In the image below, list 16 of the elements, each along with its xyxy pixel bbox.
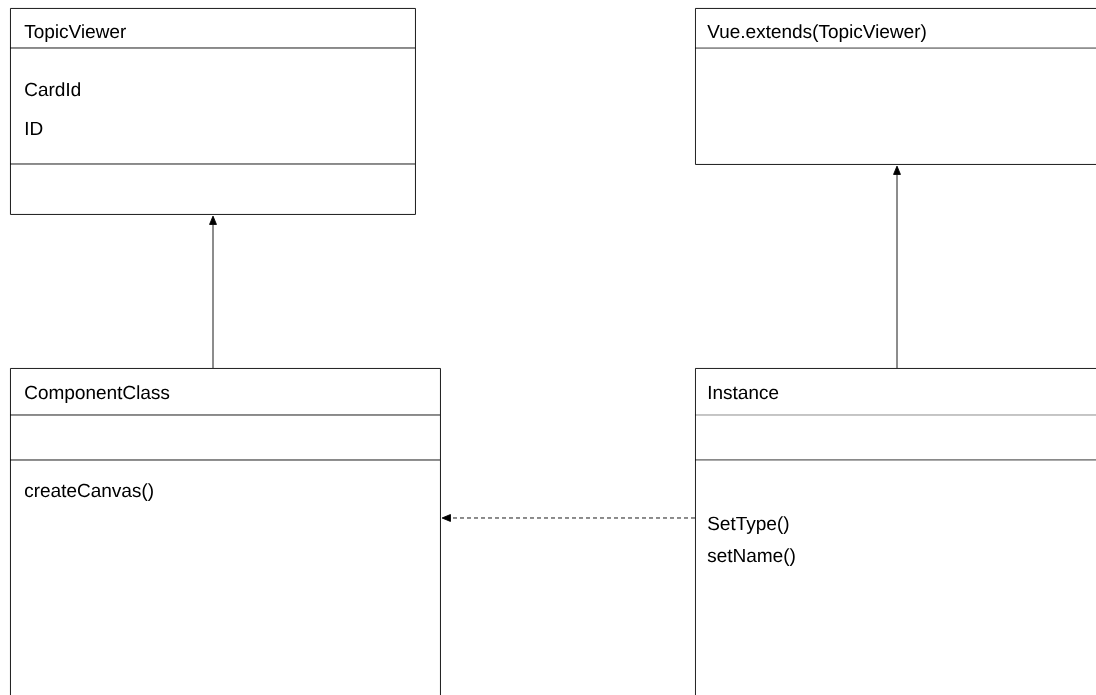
class-name: ComponentClass xyxy=(25,385,170,403)
class-member: createCanvas() xyxy=(25,483,153,501)
class-box xyxy=(9,8,416,215)
arrow xyxy=(441,514,696,522)
class-box xyxy=(9,368,441,695)
class-box xyxy=(694,368,1096,695)
class-name: Instance xyxy=(708,385,779,400)
class-member: CardId xyxy=(25,82,80,97)
class-member: SetType() xyxy=(708,516,789,534)
arrow xyxy=(893,165,901,369)
class-member: ID xyxy=(25,121,43,135)
class-box xyxy=(694,8,1096,165)
arrow xyxy=(209,215,217,369)
class-member: setName() xyxy=(707,548,795,566)
class-name: TopicViewer xyxy=(24,24,126,42)
class-name: Vue.extends(TopicViewer) xyxy=(707,24,926,42)
